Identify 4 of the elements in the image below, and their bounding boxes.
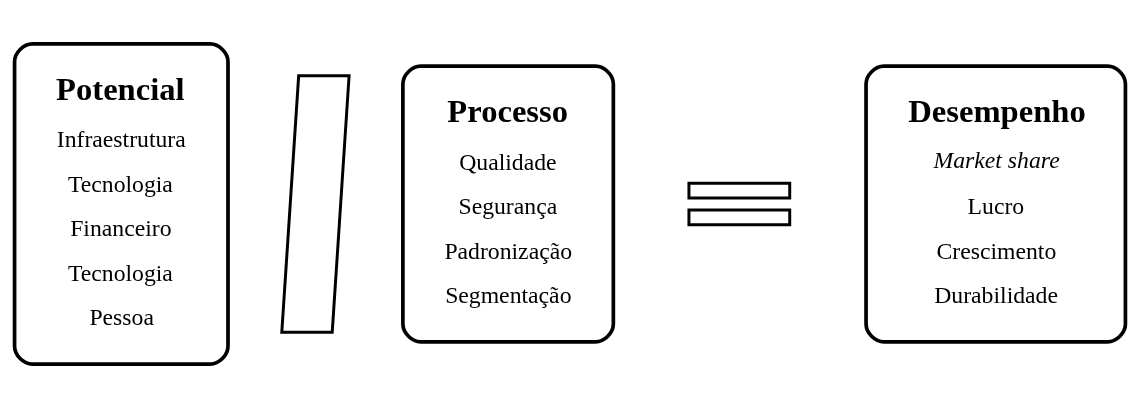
node-box: Desempenho Market share Lucro Crescimento Durabilidade [864, 63, 1128, 344]
node-box: Potencial Infraestrutura Tecnologia Financeiro Tecnologia Pessoa [12, 41, 230, 366]
node-cross [280, 73, 351, 334]
node-box: Processo Qualidade Segurança Padronização Segmentação [401, 63, 616, 344]
